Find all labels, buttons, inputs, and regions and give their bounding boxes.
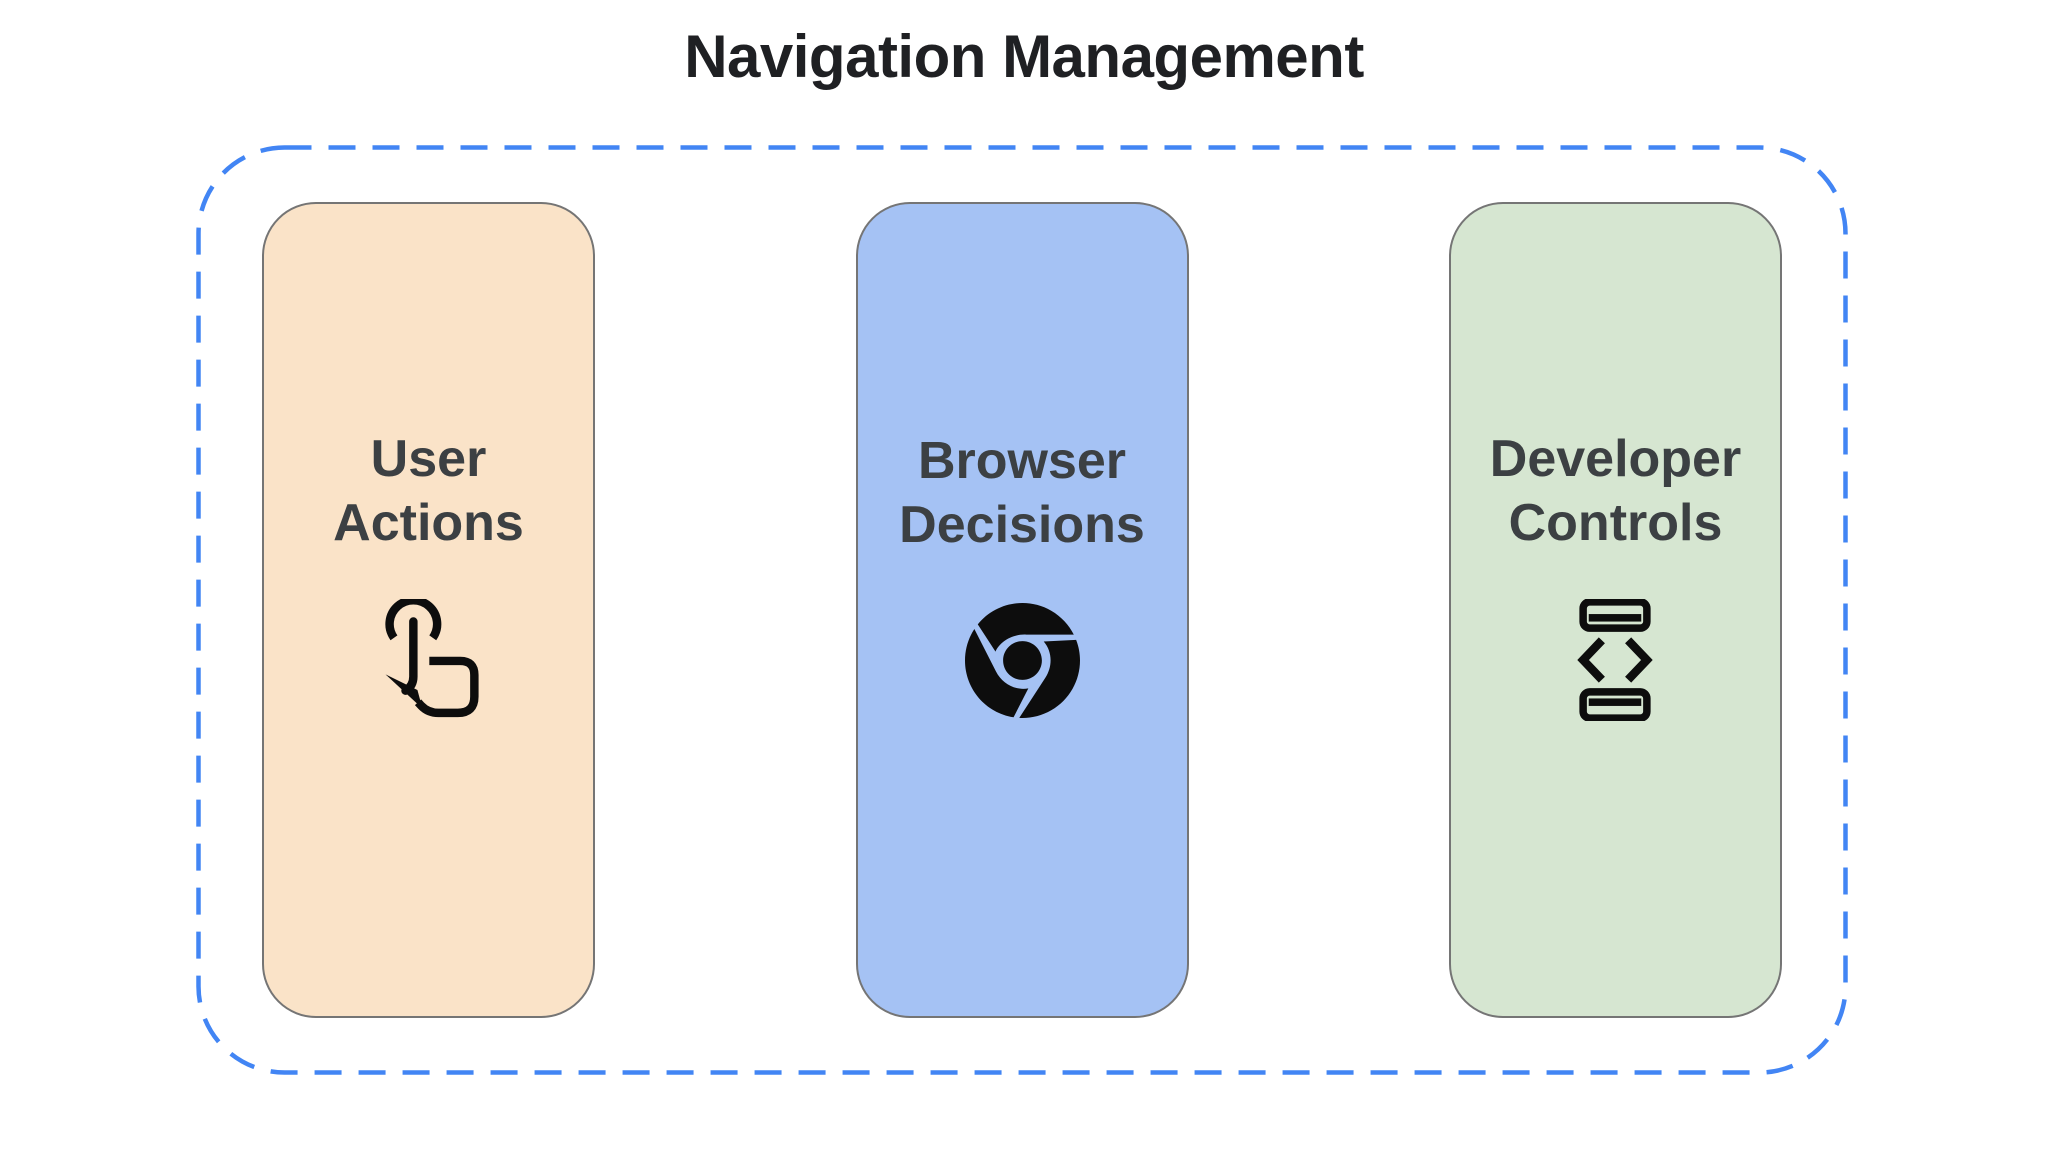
card-user-actions: User Actions: [262, 202, 595, 1018]
card-browser-decisions: Browser Decisions: [855, 202, 1189, 1018]
card-label-user-actions: User Actions: [333, 430, 524, 552]
card-developer-controls: Developer Controls: [1449, 202, 1782, 1018]
diagram-title: Navigation Management: [684, 23, 1364, 90]
card-content: Browser Decisions: [899, 429, 1145, 720]
card-label-developer-controls: Developer Controls: [1489, 430, 1742, 552]
developer-mode-icon: [1577, 599, 1654, 721]
touch-gesture-icon: [384, 599, 479, 718]
chrome-browser-icon: [964, 602, 1080, 718]
card-content: User Actions: [333, 427, 524, 721]
card-label-browser-decisions: Browser Decisions: [899, 431, 1145, 554]
card-content: Developer Controls: [1490, 427, 1741, 721]
navigation-management-group: User Actions Browser Decisions De: [196, 145, 1848, 1075]
